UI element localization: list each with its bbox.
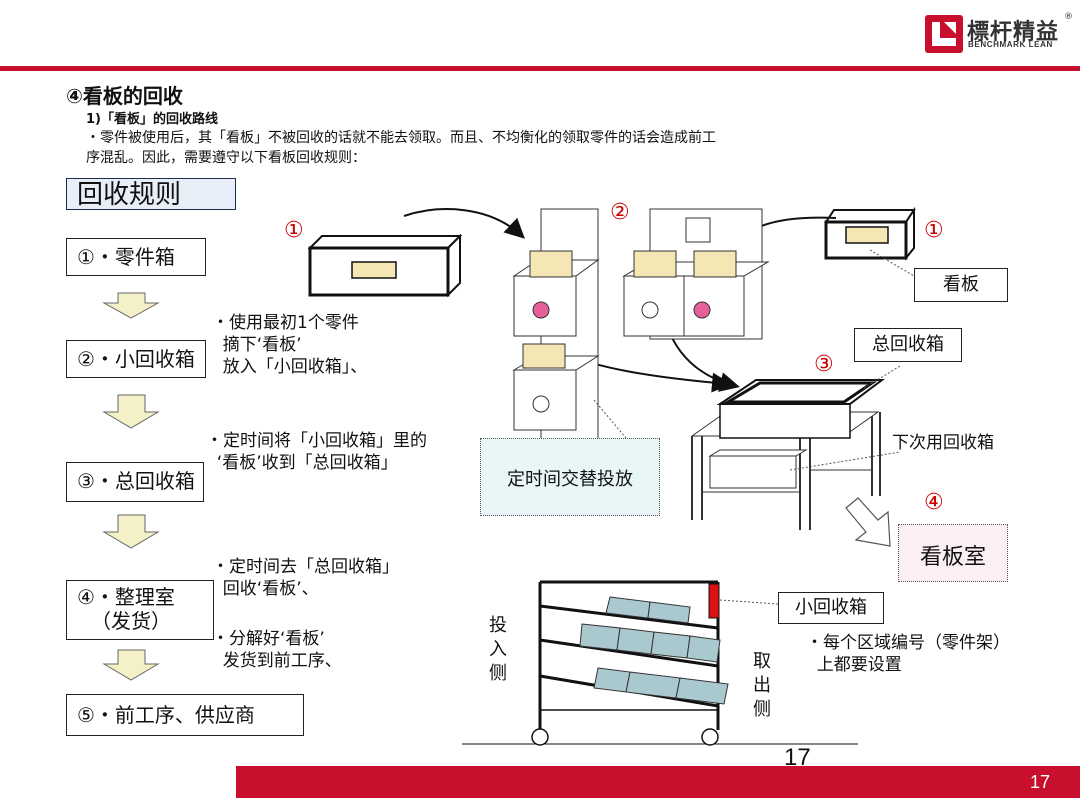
footer-bar — [236, 766, 1080, 798]
note-step-1: ・使用最初1个零件 摘下‘看板’ 放入「小回收箱」、 — [212, 313, 368, 377]
logo-registered-mark: ® — [1064, 12, 1073, 22]
footer-page-number: 17 — [1029, 772, 1050, 792]
timed-drop-box: 定时间交替投放 — [480, 438, 660, 516]
rack-cart — [462, 580, 858, 746]
flow-arrow-3 — [102, 514, 160, 549]
input-side-label: 投入侧 — [489, 615, 507, 684]
next-box-label: 下次用回收箱 — [892, 433, 994, 453]
output-side-label: 取出侧 — [753, 651, 771, 720]
section-title: ④看板的回收 — [66, 84, 183, 108]
rules-title: 回收规则 — [66, 178, 236, 210]
note-step-4: ・分解好‘看板’ 发货到前工序、 — [212, 629, 342, 671]
flow-arrow-4 — [102, 649, 160, 681]
step-sorting-room-sub: （发货） — [91, 609, 171, 633]
flow-arrow-2 — [102, 394, 160, 429]
total-box-label: 总回收箱 — [854, 328, 962, 362]
header-divider — [0, 66, 1080, 71]
note-step-3: ・定时间去「总回收箱」 回收‘看板’、 — [212, 557, 399, 599]
kanban-room-box: 看板室 — [898, 524, 1008, 582]
note-step-2: ・定时间将「小回收箱」里的 ‘看板’收到「总回收箱」 — [206, 431, 427, 473]
kanban-room-label: 看板室 — [919, 545, 986, 570]
marker-3: ③ — [814, 352, 834, 377]
description-text: ・零件被使用后，其「看板」不被回收的话就不能去领取。而且、不均衡化的领取零件的话… — [86, 130, 716, 166]
flow-arrow-1 — [102, 292, 160, 319]
step-sorting-room-label: ④・整理室 — [77, 585, 175, 609]
collection-table — [690, 365, 901, 530]
area-note: ・每个区域编号（零件架） 上都要设置 — [806, 633, 1010, 675]
kanban-label: 看板 — [914, 268, 1008, 302]
step-total-box: ③・总回收箱 — [66, 462, 204, 502]
logo-name-en: BENCHMARK LEAN — [968, 40, 1053, 49]
small-box-label: 小回收箱 — [778, 592, 884, 624]
step-small-box: ②・小回收箱 — [66, 340, 206, 378]
step-parts-box: ①・零件箱 — [66, 238, 206, 276]
step-upstream: ⑤・前工序、供应商 — [66, 694, 304, 736]
timed-drop-label: 定时间交替投放 — [507, 469, 633, 490]
pillar-left — [512, 208, 627, 440]
parts-box-left — [307, 233, 463, 298]
logo-icon — [925, 15, 963, 53]
subsection-title: 1)「看板」的回收路线 — [86, 112, 218, 127]
logo-name-cn: 標杆精益 — [967, 20, 1060, 45]
marker-4: ④ — [924, 490, 944, 515]
parts-box-right — [824, 206, 916, 277]
marker-1-right: ① — [924, 218, 944, 243]
pillar-right — [622, 208, 770, 340]
step-sorting-room: ④・整理室 （发货） — [66, 580, 214, 640]
marker-2: ② — [610, 200, 630, 225]
marker-1-left: ① — [284, 218, 304, 243]
